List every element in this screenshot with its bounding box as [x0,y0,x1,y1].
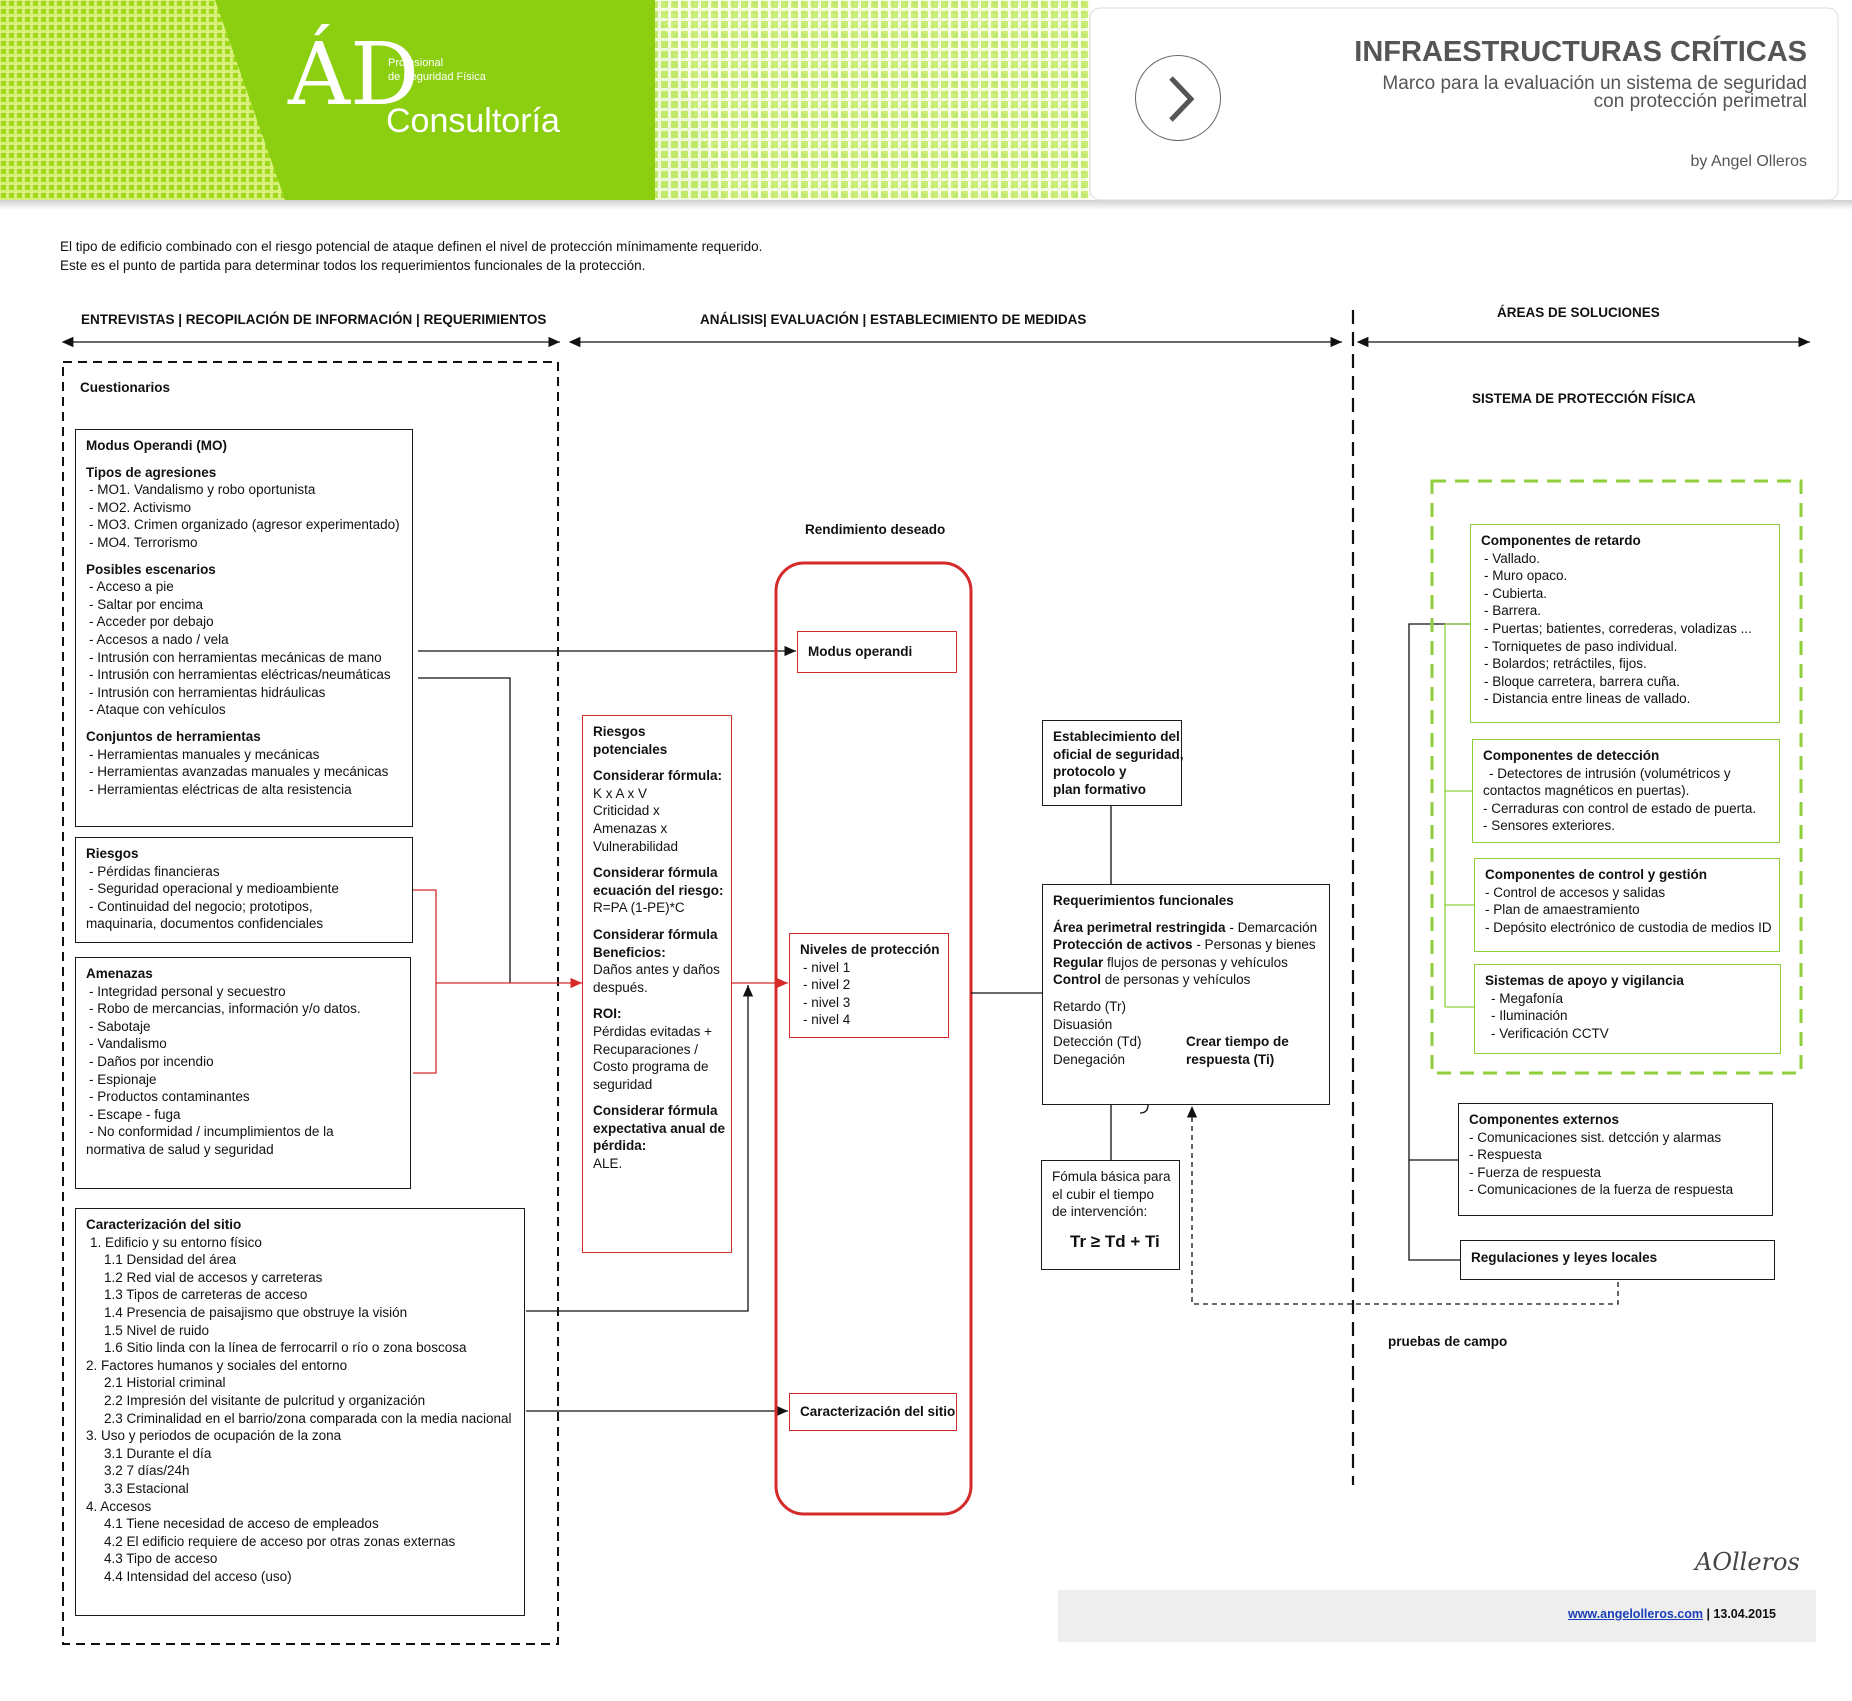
retardo-box: Componentes de retardo - Vallado. - Muro… [1470,524,1780,723]
phase-3-label: ÁREAS DE SOLUCIONES [1497,305,1660,320]
regulaciones-box: Regulaciones y leyes locales [1460,1240,1775,1280]
logo-word: Consultoría [386,102,560,140]
intro-text: El tipo de edificio combinado con el rie… [60,239,763,273]
sistema-proteccion-title: SISTEMA DE PROTECCIÓN FÍSICA [1472,391,1696,406]
author: by Angel Olleros [1690,153,1807,170]
phase-1-label: ENTREVISTAS | RECOPILACIÓN DE INFORMACIÓ… [81,312,547,327]
logo-mark: ÁD [288,25,420,125]
modus-operandi-node: Modus operandi [797,631,957,673]
chevron-right-icon[interactable] [1135,55,1221,141]
page-title: INFRAESTRUCTURAS CRÍTICAS [1354,36,1807,68]
caracterizacion-sitio-box: Caracterización del sitio 1. Edificio y … [75,1208,525,1616]
modus-operandi-box: Modus Operandi (MO) Tipos de agresiones … [75,429,413,827]
footer-date: | 13.04.2015 [1702,1607,1776,1621]
amenazas-box: Amenazas - Integridad personal y secuest… [75,957,411,1189]
control-gestion-box: Componentes de control y gestión - Contr… [1474,858,1780,952]
deteccion-box: Componentes de detección - Detectores de… [1472,739,1780,843]
footer-bar: www.angelolleros.com | 13.04.2015 [1058,1590,1816,1642]
niveles-proteccion-box: Niveles de protección - nivel 1 - nivel … [789,933,949,1038]
apoyo-vigilancia-box: Sistemas de apoyo y vigilancia - Megafon… [1474,964,1781,1054]
header-banner: ÁD Profesional de Seguridad Física Consu… [0,0,1852,210]
pruebas-campo-label: pruebas de campo [1388,1334,1508,1349]
riesgos-box: Riesgos - Pérdidas financieras - Segurid… [75,837,413,943]
crear-tiempo-label: Crear tiempo de respuesta (Ti) [1186,1034,1289,1067]
page-subtitle: Marco para la evaluación un sistema de s… [1382,73,1807,112]
phase-2-label: ANÁLISIS| EVALUACIÓN | ESTABLECIMIENTO D… [700,312,1087,327]
externos-box: Componentes externos - Comunicaciones si… [1458,1103,1773,1216]
riesgos-potenciales-box: Riesgos potenciales Considerar fórmula: … [582,715,732,1253]
caracterizacion-node: Caracterización del sitio [789,1393,957,1431]
oficial-seguridad-box: Establecimiento del oficial de seguridad… [1042,720,1184,806]
formula-box: Fómula básica para el cubir el tiempo de… [1041,1160,1180,1270]
website-link[interactable]: www.angelolleros.com [1567,1607,1703,1621]
requerimientos-box: Requerimientos funcionales Área perimetr… [1042,884,1330,1105]
cuestionarios-label: Cuestionarios [80,380,171,395]
formula-equation: Tr ≥ Td + Ti [1070,1231,1160,1251]
logo-subtitle: Profesional de Seguridad Física [388,57,486,83]
signature: AOlleros [1695,1548,1800,1576]
rendimiento-label: Rendimiento deseado [805,522,946,537]
